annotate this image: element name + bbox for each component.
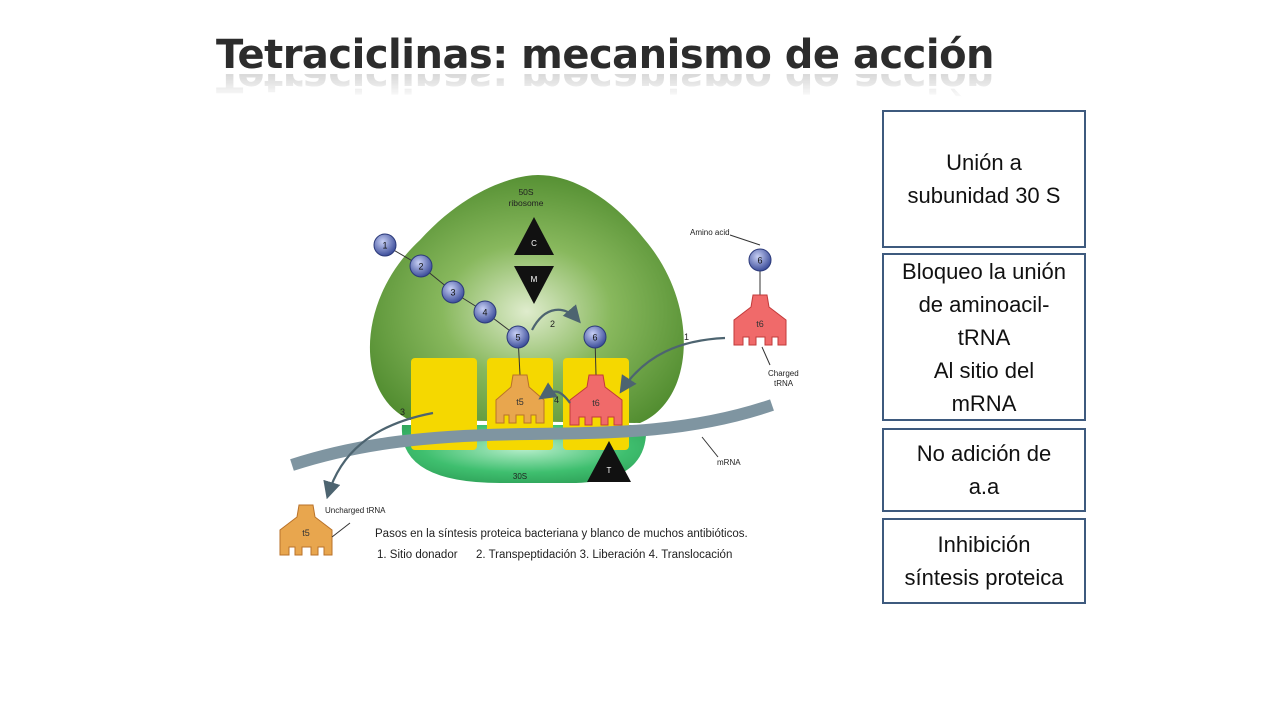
svg-text:5: 5 <box>515 333 520 343</box>
step-3-label: 3 <box>400 407 405 417</box>
amino-acid-6-site: 6 <box>583 325 607 349</box>
label-amino-acid: Amino acid <box>690 228 730 237</box>
trna-t6-asite: t6 <box>569 374 623 426</box>
step-1-label: 1 <box>684 332 689 342</box>
arrow-step-2 <box>531 304 581 331</box>
svg-text:3: 3 <box>450 288 455 298</box>
amino-acid-6-incoming: 6 <box>748 248 772 272</box>
mechanism-box-4: Inhibición síntesis proteica <box>882 518 1086 604</box>
svg-text:C: C <box>531 239 537 248</box>
site-box-e <box>411 358 477 450</box>
label-uncharged-trna: Uncharged tRNA <box>325 506 386 515</box>
amino-acid-1: 1 <box>373 233 397 257</box>
site-t-triangle: T <box>587 441 631 482</box>
trna-t6-charged: t6 <box>733 294 787 346</box>
ribosome-diagram: 50S ribosome C M mRNA T 30S 1 2 <box>270 165 800 569</box>
site-m-triangle: M <box>514 266 554 304</box>
label-50s: 50S <box>518 187 533 197</box>
svg-text:1: 1 <box>382 241 387 251</box>
step-2-label: 2 <box>550 319 555 329</box>
diagram-caption-line2a: 1. Sitio donador <box>377 549 458 561</box>
svg-text:2: 2 <box>418 262 423 272</box>
mechanism-box-3: No adición de a.a <box>882 428 1086 512</box>
mechanism-box-2: Bloqueo la unión de aminoacil- tRNA Al s… <box>882 253 1086 421</box>
arrow-step-4 <box>538 382 571 404</box>
amino-acid-4: 4 <box>473 300 497 324</box>
mechanism-box-1: Unión a subunidad 30 S <box>882 110 1086 248</box>
label-charged: Charged <box>768 369 799 378</box>
label-50s-ribosome: ribosome <box>509 198 544 208</box>
label-30s: 30S <box>513 472 527 481</box>
site-c-triangle: C <box>514 217 554 255</box>
diagram-caption-line2b: 2. Transpeptidación 3. Liberación 4. Tra… <box>476 549 733 561</box>
arrow-step-1 <box>619 336 726 394</box>
svg-text:t6: t6 <box>756 319 764 329</box>
diagram-caption-line1: Pasos en la síntesis proteica bacteriana… <box>375 528 748 540</box>
svg-text:6: 6 <box>592 333 597 343</box>
label-charged-trna: tRNA <box>774 379 794 388</box>
trna-t5-psite: t5 <box>495 374 545 424</box>
svg-text:T: T <box>607 466 612 475</box>
svg-text:t5: t5 <box>516 397 524 407</box>
svg-text:t5: t5 <box>302 528 310 538</box>
amino-acid-2: 2 <box>409 254 433 278</box>
label-mrna: mRNA <box>717 458 741 467</box>
svg-text:t6: t6 <box>592 398 600 408</box>
slide-title-reflection: Tetraciclinas: mecanismo de acción <box>215 74 995 100</box>
svg-text:M: M <box>531 275 538 284</box>
slide-title: Tetraciclinas: mecanismo de acción <box>215 32 995 78</box>
amino-acid-5: 5 <box>506 325 530 349</box>
svg-text:6: 6 <box>757 256 762 266</box>
step-4-label: 4 <box>554 395 559 405</box>
trna-t5-uncharged: t5 <box>279 504 333 556</box>
amino-acid-3: 3 <box>441 280 465 304</box>
arrow-step-3 <box>323 411 434 500</box>
svg-text:4: 4 <box>482 308 487 318</box>
